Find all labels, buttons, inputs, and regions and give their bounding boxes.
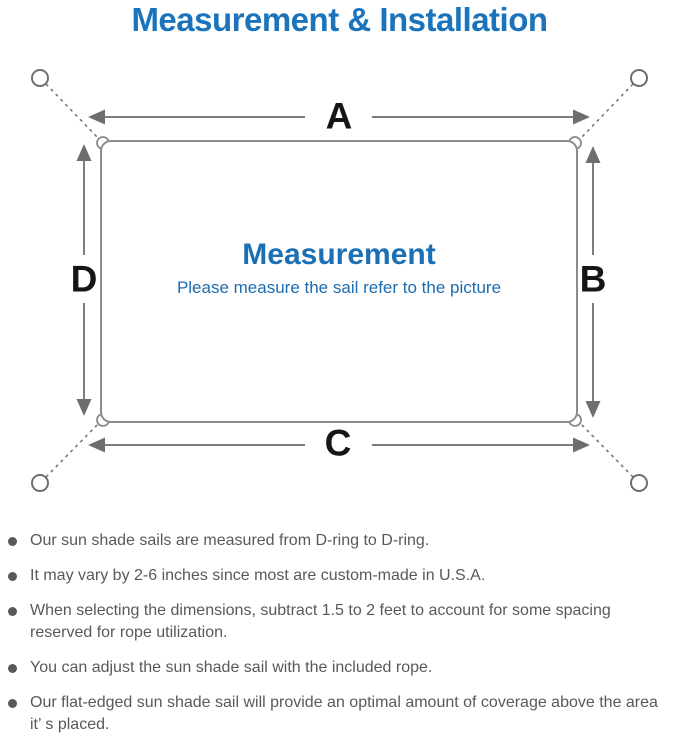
edge-label-b: B	[579, 258, 607, 300]
anchor-ring-icon	[630, 69, 648, 87]
arrow-down-icon	[585, 401, 601, 418]
dashed-rope-lines	[45, 83, 634, 478]
bullet-dot-icon	[8, 664, 17, 673]
dashed-rope-line	[580, 423, 634, 478]
dashed-rope-line	[45, 83, 99, 139]
arrow-right-icon	[573, 109, 590, 125]
anchor-ring-icon	[31, 69, 49, 87]
list-item: Our flat-edged sun shade sail will provi…	[8, 692, 669, 736]
note-text: It may vary by 2-6 inches since most are…	[30, 567, 486, 584]
anchor-ring-icon	[630, 474, 648, 492]
diagram-center-text: Measurement Please measure the sail refe…	[101, 238, 577, 298]
measure-arrow-d	[76, 144, 92, 416]
measure-arrow-c	[88, 437, 590, 453]
arrow-up-icon	[585, 146, 601, 163]
arrow-left-icon	[88, 437, 105, 453]
sail-rectangle	[100, 140, 578, 423]
edge-label-d: D	[70, 258, 98, 300]
measure-arrow-b	[585, 146, 601, 418]
arrow-down-icon	[76, 399, 92, 416]
diagram-subtitle: Please measure the sail refer to the pic…	[176, 278, 502, 297]
edge-label-c: C	[324, 422, 352, 464]
bullet-dot-icon	[8, 607, 17, 616]
note-text: When selecting the dimensions, subtract …	[30, 602, 611, 641]
arrow-up-icon	[76, 144, 92, 161]
page-title: Measurement & Installation	[131, 1, 548, 38]
list-item: Our sun shade sails are measured from D-…	[8, 530, 669, 552]
arrow-right-icon	[573, 437, 590, 453]
list-item: When selecting the dimensions, subtract …	[8, 600, 669, 644]
bullet-dot-icon	[8, 699, 17, 708]
sail-measurement-diagram	[31, 69, 648, 492]
bullet-dot-icon	[8, 537, 17, 546]
notes-list: Our sun shade sails are measured from D-…	[8, 530, 669, 739]
note-text: Our sun shade sails are measured from D-…	[30, 532, 430, 549]
list-item: It may vary by 2-6 inches since most are…	[8, 565, 669, 587]
diagram-heading: Measurement	[242, 238, 436, 271]
measure-arrow-a	[88, 109, 590, 125]
edge-label-a: A	[325, 95, 353, 137]
list-item: You can adjust the sun shade sail with t…	[8, 657, 669, 679]
dashed-rope-line	[580, 83, 634, 139]
anchor-rings	[31, 69, 648, 492]
anchor-ring-icon	[31, 474, 49, 492]
arrow-left-icon	[88, 109, 105, 125]
note-text: Our flat-edged sun shade sail will provi…	[30, 694, 658, 733]
bullet-dot-icon	[8, 572, 17, 581]
note-text: You can adjust the sun shade sail with t…	[30, 659, 433, 676]
dashed-rope-line	[45, 423, 99, 478]
